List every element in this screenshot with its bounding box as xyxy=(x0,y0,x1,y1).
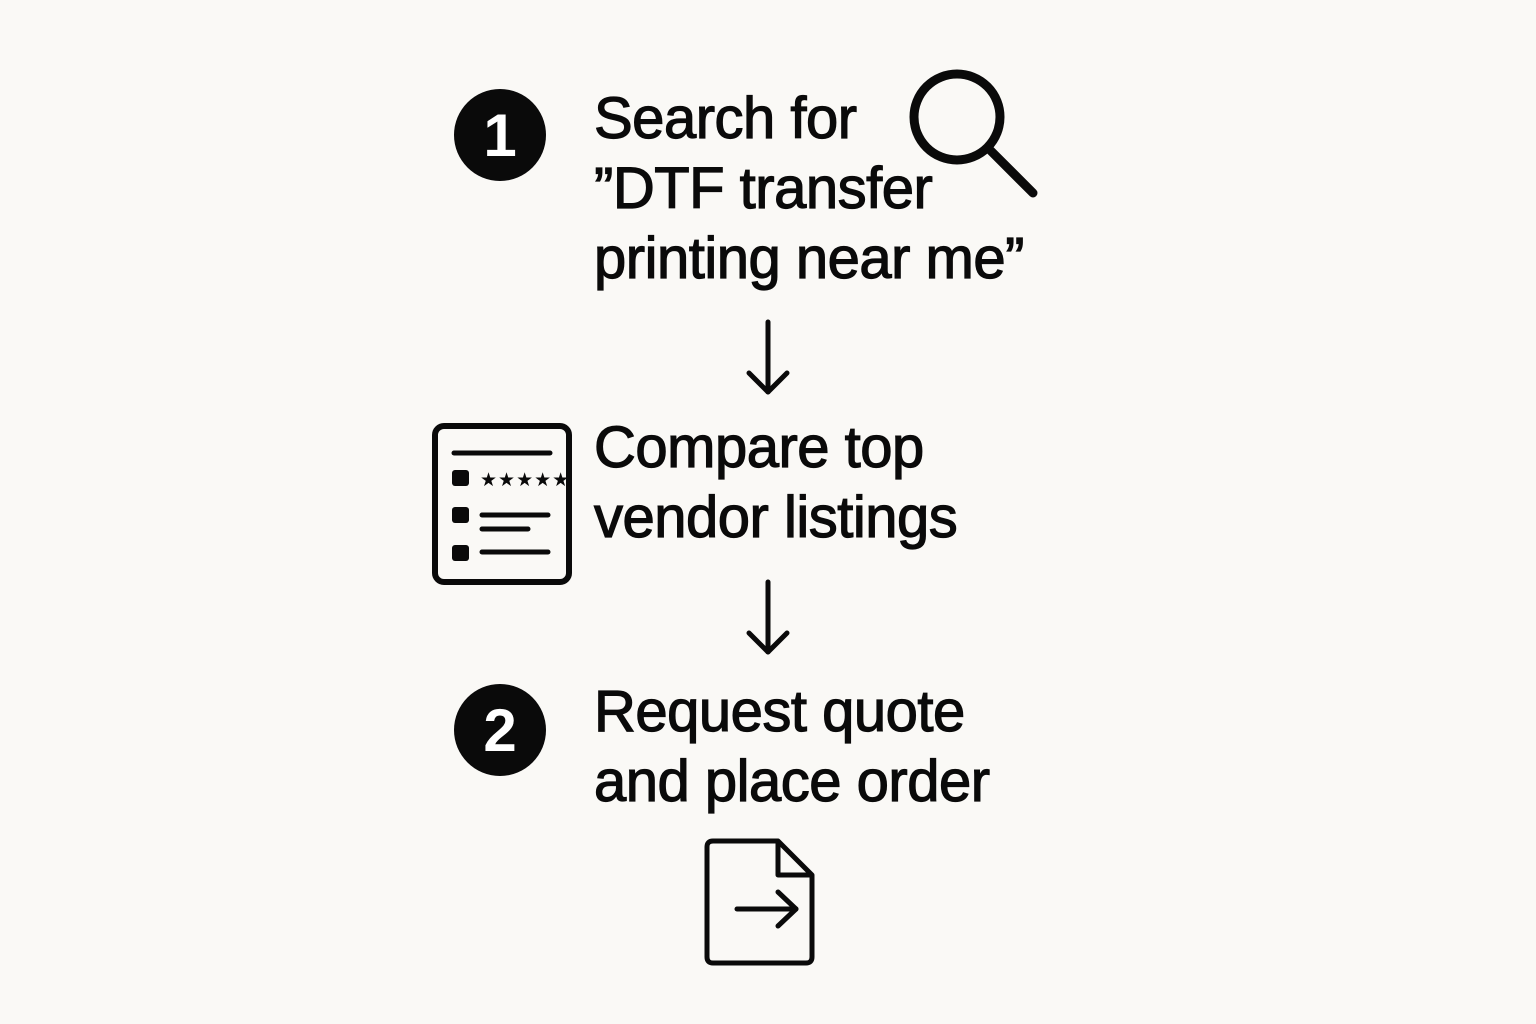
step-number-badge-2: 2 xyxy=(454,684,546,776)
down-arrow-icon xyxy=(746,579,790,655)
stars-rating-icon: ★★★★★ xyxy=(480,469,570,491)
step-1-line-3: printing near me” xyxy=(593,225,1025,291)
list-bullet-3 xyxy=(452,545,469,561)
down-arrow-icon xyxy=(746,319,790,395)
step-3-line-2: and place order xyxy=(593,748,990,814)
step-1-line-2: ”DTF transfer xyxy=(593,155,933,221)
step-2-line-1: Compare top xyxy=(593,414,924,480)
step-number-2: 2 xyxy=(483,696,517,764)
list-bullet-2 xyxy=(452,507,469,523)
step-1-line-1: Search for xyxy=(593,85,857,151)
magnifier-icon xyxy=(909,69,1038,198)
step-3-text: Request quote and place order xyxy=(593,677,990,817)
step-2-line-2: vendor listings xyxy=(593,484,958,550)
list-bullet-1 xyxy=(452,470,469,486)
step-3-line-1: Request quote xyxy=(593,678,965,744)
step-2-text: Compare top vendor listings xyxy=(593,413,958,553)
rated-list-icon: ★★★★★ xyxy=(432,423,572,585)
step-1-text: Search for ”DTF transfer printing near m… xyxy=(593,84,1025,294)
step-number-1: 1 xyxy=(483,101,517,169)
document-arrow-icon xyxy=(704,838,815,966)
step-number-badge-1: 1 xyxy=(454,89,546,181)
